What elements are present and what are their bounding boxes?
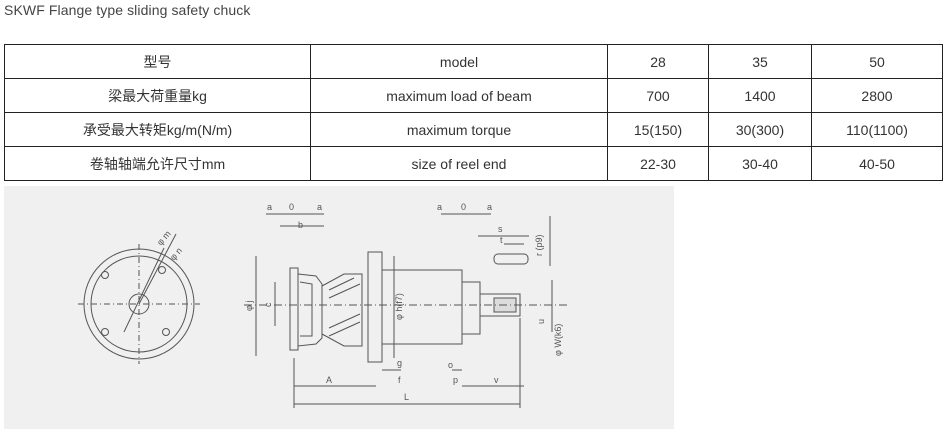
label-zero: 0: [289, 202, 294, 212]
cell-en: model: [310, 44, 608, 79]
cell-cn: 承受最大转矩kg/m(N/m): [4, 112, 311, 147]
cell-35: 1400: [708, 78, 812, 113]
label-b: b: [298, 220, 303, 230]
cell-50: 40-50: [811, 146, 943, 181]
label-a: a: [267, 202, 272, 212]
label-g: g: [397, 358, 402, 368]
cell-50: 110(1100): [811, 112, 943, 147]
cell-50: 50: [811, 44, 943, 79]
label-phi-w: φ W(k6): [553, 324, 563, 356]
label-r-p9: r (p9): [534, 234, 544, 256]
table-row-reel-end: 卷轴轴端允许尺寸mm size of reel end 22-30 30-40 …: [4, 146, 943, 181]
cell-28: 700: [607, 78, 709, 113]
front-view: [78, 233, 200, 364]
cell-cn: 卷轴轴端允许尺寸mm: [4, 146, 311, 181]
drawing-svg: a 0 a b a 0 a s t r (p9) φ m φ n φ j c φ…: [78, 202, 569, 408]
table-row-model: 型号 model 28 35 50: [4, 44, 943, 79]
table-row-load: 梁最大荷重量kg maximum load of beam 700 1400 2…: [4, 78, 943, 113]
cell-28: 28: [607, 44, 709, 79]
cell-cn: 型号: [4, 44, 311, 79]
label-a: a: [437, 202, 442, 212]
label-v: v: [494, 375, 499, 385]
label-phi-j: φ j: [244, 301, 254, 311]
cell-cn: 梁最大荷重量kg: [4, 78, 311, 113]
label-L: L: [404, 392, 409, 402]
label-A: A: [326, 375, 332, 385]
label-c: c: [263, 302, 273, 307]
label-t: t: [500, 235, 503, 245]
cell-35: 30(300): [708, 112, 812, 147]
label-u: u: [536, 319, 546, 324]
cell-en: maximum load of beam: [310, 78, 608, 113]
cell-35: 35: [708, 44, 812, 79]
label-p: p: [453, 375, 458, 385]
label-f: f: [398, 375, 401, 385]
page-title: SKWF Flange type sliding safety chuck: [4, 2, 251, 18]
cell-28: 15(150): [607, 112, 709, 147]
label-a: a: [487, 202, 492, 212]
label-phi-h: φ h(f7): [394, 293, 404, 320]
table-row-torque: 承受最大转矩kg/m(N/m) maximum torque 15(150) 3…: [4, 112, 943, 147]
spec-table: 型号 model 28 35 50 梁最大荷重量kg maximum load …: [4, 44, 943, 181]
technical-drawing: a 0 a b a 0 a s t r (p9) φ m φ n φ j c φ…: [4, 186, 674, 429]
side-view: [244, 213, 569, 408]
label-phi-n: φ n: [168, 246, 184, 263]
cell-en: maximum torque: [310, 112, 608, 147]
cell-35: 30-40: [708, 146, 812, 181]
cell-28: 22-30: [607, 146, 709, 181]
label-zero: 0: [461, 202, 466, 212]
cell-en: size of reel end: [310, 146, 608, 181]
label-a: a: [317, 202, 322, 212]
label-o: o: [448, 360, 453, 370]
label-s: s: [498, 224, 503, 234]
cell-50: 2800: [811, 78, 943, 113]
